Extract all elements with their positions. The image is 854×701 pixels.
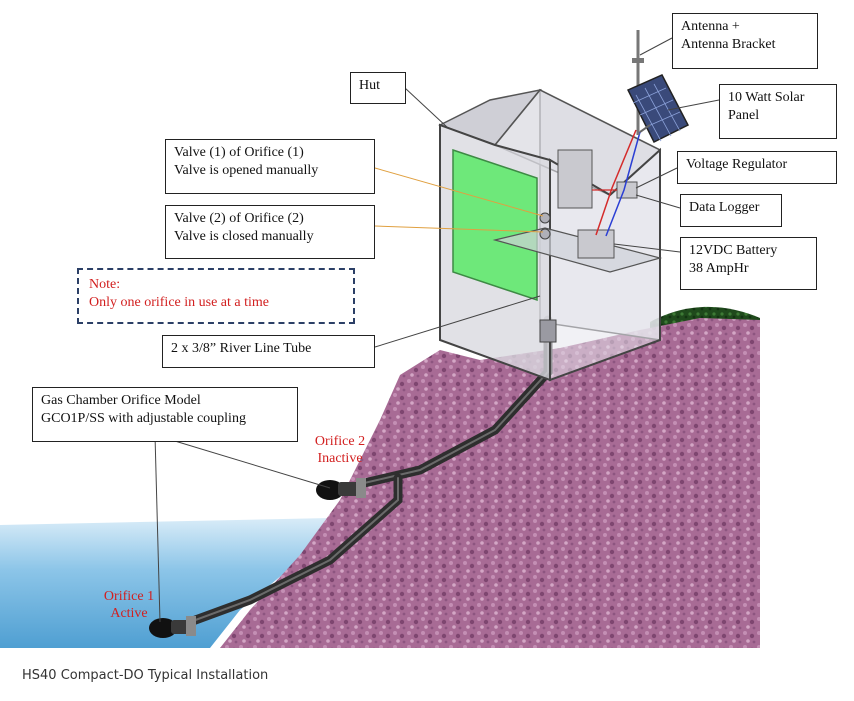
orifice-1-tag: Orifice 1 Active xyxy=(103,589,155,621)
label-solar-panel: 10 Watt Solar Panel xyxy=(719,84,837,139)
hut-window xyxy=(452,148,538,302)
antenna xyxy=(632,30,644,135)
figure-caption: HS40 Compact-DO Typical Installation xyxy=(22,668,269,683)
gravel-hill xyxy=(220,318,760,648)
label-valve-1: Valve (1) of Orifice (1) Valve is opened… xyxy=(165,139,375,194)
label-voltage-regulator: Voltage Regulator xyxy=(677,151,837,184)
orifice-2 xyxy=(316,478,366,500)
label-river-line-tube: 2 x 3/8” River Line Tube xyxy=(162,335,375,368)
solar-panel xyxy=(626,74,690,144)
hut xyxy=(438,88,663,382)
valve-1 xyxy=(539,212,551,224)
note-box: Note: Only one orifice in use at a time xyxy=(77,268,355,324)
label-valve-2: Valve (2) of Orifice (2) Valve is closed… xyxy=(165,205,375,259)
valve-leader-lines xyxy=(374,167,544,233)
leader-lines xyxy=(154,37,720,623)
data-logger-box xyxy=(557,149,593,209)
label-battery: 12VDC Battery 38 AmpHr xyxy=(680,237,817,290)
valve-2 xyxy=(539,228,551,240)
label-gas-chamber-orifice: Gas Chamber Orifice Model GCO1P/SS with … xyxy=(32,387,298,442)
label-antenna: Antenna + Antenna Bracket xyxy=(672,13,818,69)
water xyxy=(0,518,330,648)
voltage-regulator-box xyxy=(616,181,638,199)
label-data-logger: Data Logger xyxy=(680,194,782,227)
orifice-2-tag: Orifice 2 Inactive xyxy=(314,434,366,466)
orifice-1 xyxy=(149,616,196,638)
label-hut: Hut xyxy=(350,72,406,104)
